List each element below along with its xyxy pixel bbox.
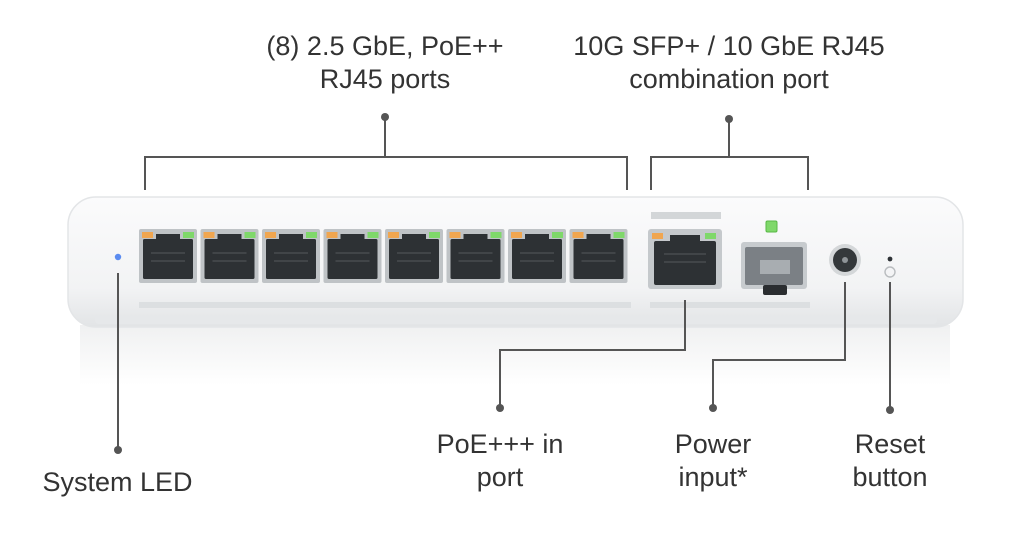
switch-lower-edge bbox=[95, 316, 937, 324]
combo-callout-line1: 10G SFP+ / 10 GbE RJ45 bbox=[573, 31, 885, 61]
power-callout-line1: Power bbox=[674, 429, 752, 459]
power-leader-dot bbox=[709, 404, 717, 412]
combo-bottom-strip bbox=[650, 302, 810, 308]
system-led-leader-dot bbox=[114, 446, 122, 454]
rj45-port bbox=[262, 229, 320, 283]
sfp-cage bbox=[741, 242, 807, 295]
power-leader bbox=[712, 282, 846, 408]
poe-in-callout-line2: port bbox=[476, 462, 524, 492]
reset-callout-line1: Reset bbox=[854, 429, 926, 459]
poe-in-callout: PoE+++ in port bbox=[410, 428, 590, 494]
system-led-callout: System LED bbox=[25, 466, 210, 499]
rj45-leader-dot bbox=[381, 113, 389, 121]
combo-callout-line2: combination port bbox=[629, 64, 829, 94]
rj45-bank-underline bbox=[139, 302, 631, 308]
rj45-callout-line1: (8) 2.5 GbE, PoE++ bbox=[266, 31, 504, 61]
sfp-led bbox=[765, 220, 778, 233]
reset-button-hole bbox=[884, 256, 896, 278]
combo-top-strip bbox=[651, 212, 721, 219]
rj45-port bbox=[385, 229, 443, 283]
poe-in-leader bbox=[499, 300, 686, 408]
rj45-port bbox=[139, 229, 197, 283]
power-callout-line2: input* bbox=[678, 462, 748, 492]
rj45-port-bank bbox=[139, 229, 628, 283]
system-led-callout-line1: System LED bbox=[42, 467, 193, 497]
reset-callout-line2: button bbox=[852, 462, 928, 492]
rj45-port bbox=[323, 229, 382, 283]
reset-button-callout: Reset button bbox=[830, 428, 950, 494]
system-led bbox=[114, 253, 122, 261]
rj45-port bbox=[508, 229, 566, 283]
device-shadow bbox=[80, 325, 950, 385]
power-input-jack bbox=[829, 244, 861, 276]
poe-in-leader-dot bbox=[496, 404, 504, 412]
combo-port-callout: 10G SFP+ / 10 GbE RJ45 combination port bbox=[548, 30, 910, 96]
rj45-ports-callout: (8) 2.5 GbE, PoE++ RJ45 ports bbox=[235, 30, 535, 96]
poe-in-callout-line1: PoE+++ in bbox=[436, 429, 564, 459]
combo-rj45-port bbox=[648, 229, 722, 289]
combo-leader-dot bbox=[725, 115, 733, 123]
combo-bracket bbox=[650, 156, 809, 190]
rj45-bracket bbox=[144, 156, 628, 190]
reset-leader-dot bbox=[886, 406, 894, 414]
rj45-port bbox=[446, 229, 505, 283]
rj45-callout-line2: RJ45 ports bbox=[319, 64, 451, 94]
rj45-port bbox=[569, 229, 628, 283]
rj45-port bbox=[200, 229, 259, 283]
power-input-callout: Power input* bbox=[648, 428, 778, 494]
